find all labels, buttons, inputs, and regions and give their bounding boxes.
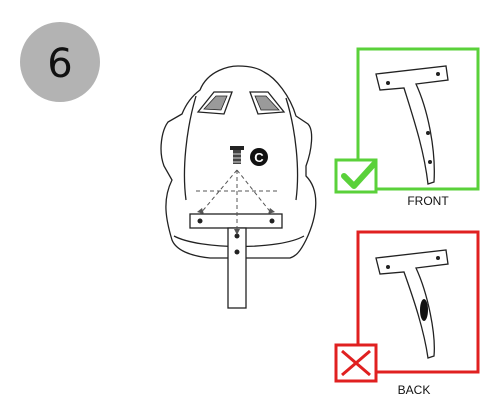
headrest-slot-right — [249, 91, 286, 115]
step-number: 6 — [47, 41, 72, 87]
arrowhead-left — [197, 208, 204, 214]
chair-inner-line-left — [183, 95, 197, 201]
t-bracket-hole-lower — [234, 249, 240, 255]
t-bracket — [189, 213, 283, 309]
chair-back-illustration — [160, 65, 317, 309]
arrowhead-center — [234, 229, 240, 235]
headrest-slot-left — [196, 91, 233, 115]
front-bracket — [375, 65, 449, 185]
chair-back-outline — [160, 65, 317, 259]
screw-icon — [230, 146, 244, 164]
screw-guide-lines — [196, 169, 280, 232]
front-caption: FRONT — [407, 194, 449, 208]
t-bracket-stem — [227, 227, 247, 309]
t-bracket-hole-left — [197, 218, 203, 224]
t-bracket-hole-center — [234, 233, 240, 239]
screw-head — [230, 146, 244, 150]
chair-inner-line-right — [285, 97, 299, 201]
step-badge: 6 — [20, 22, 100, 102]
front-panel: FRONT — [334, 47, 480, 208]
back-bracket — [375, 249, 449, 359]
back-caption: BACK — [398, 383, 431, 397]
guide-line-right — [236, 169, 273, 215]
t-bracket-top-bar — [189, 213, 283, 229]
x-mark-icon — [334, 343, 378, 383]
guide-line-left — [199, 169, 238, 215]
step-badge-circle — [20, 22, 100, 102]
screw-label-circle — [250, 148, 268, 166]
back-panel: BACK — [334, 230, 480, 397]
arrowhead-right — [268, 208, 275, 214]
screw-label-badge: C — [250, 148, 268, 166]
screw-label-letter: C — [254, 150, 264, 165]
guide-arrowheads — [197, 208, 275, 235]
screw-shaft — [233, 150, 241, 164]
t-bracket-hole-right — [269, 218, 275, 224]
checkmark-icon — [334, 158, 378, 194]
